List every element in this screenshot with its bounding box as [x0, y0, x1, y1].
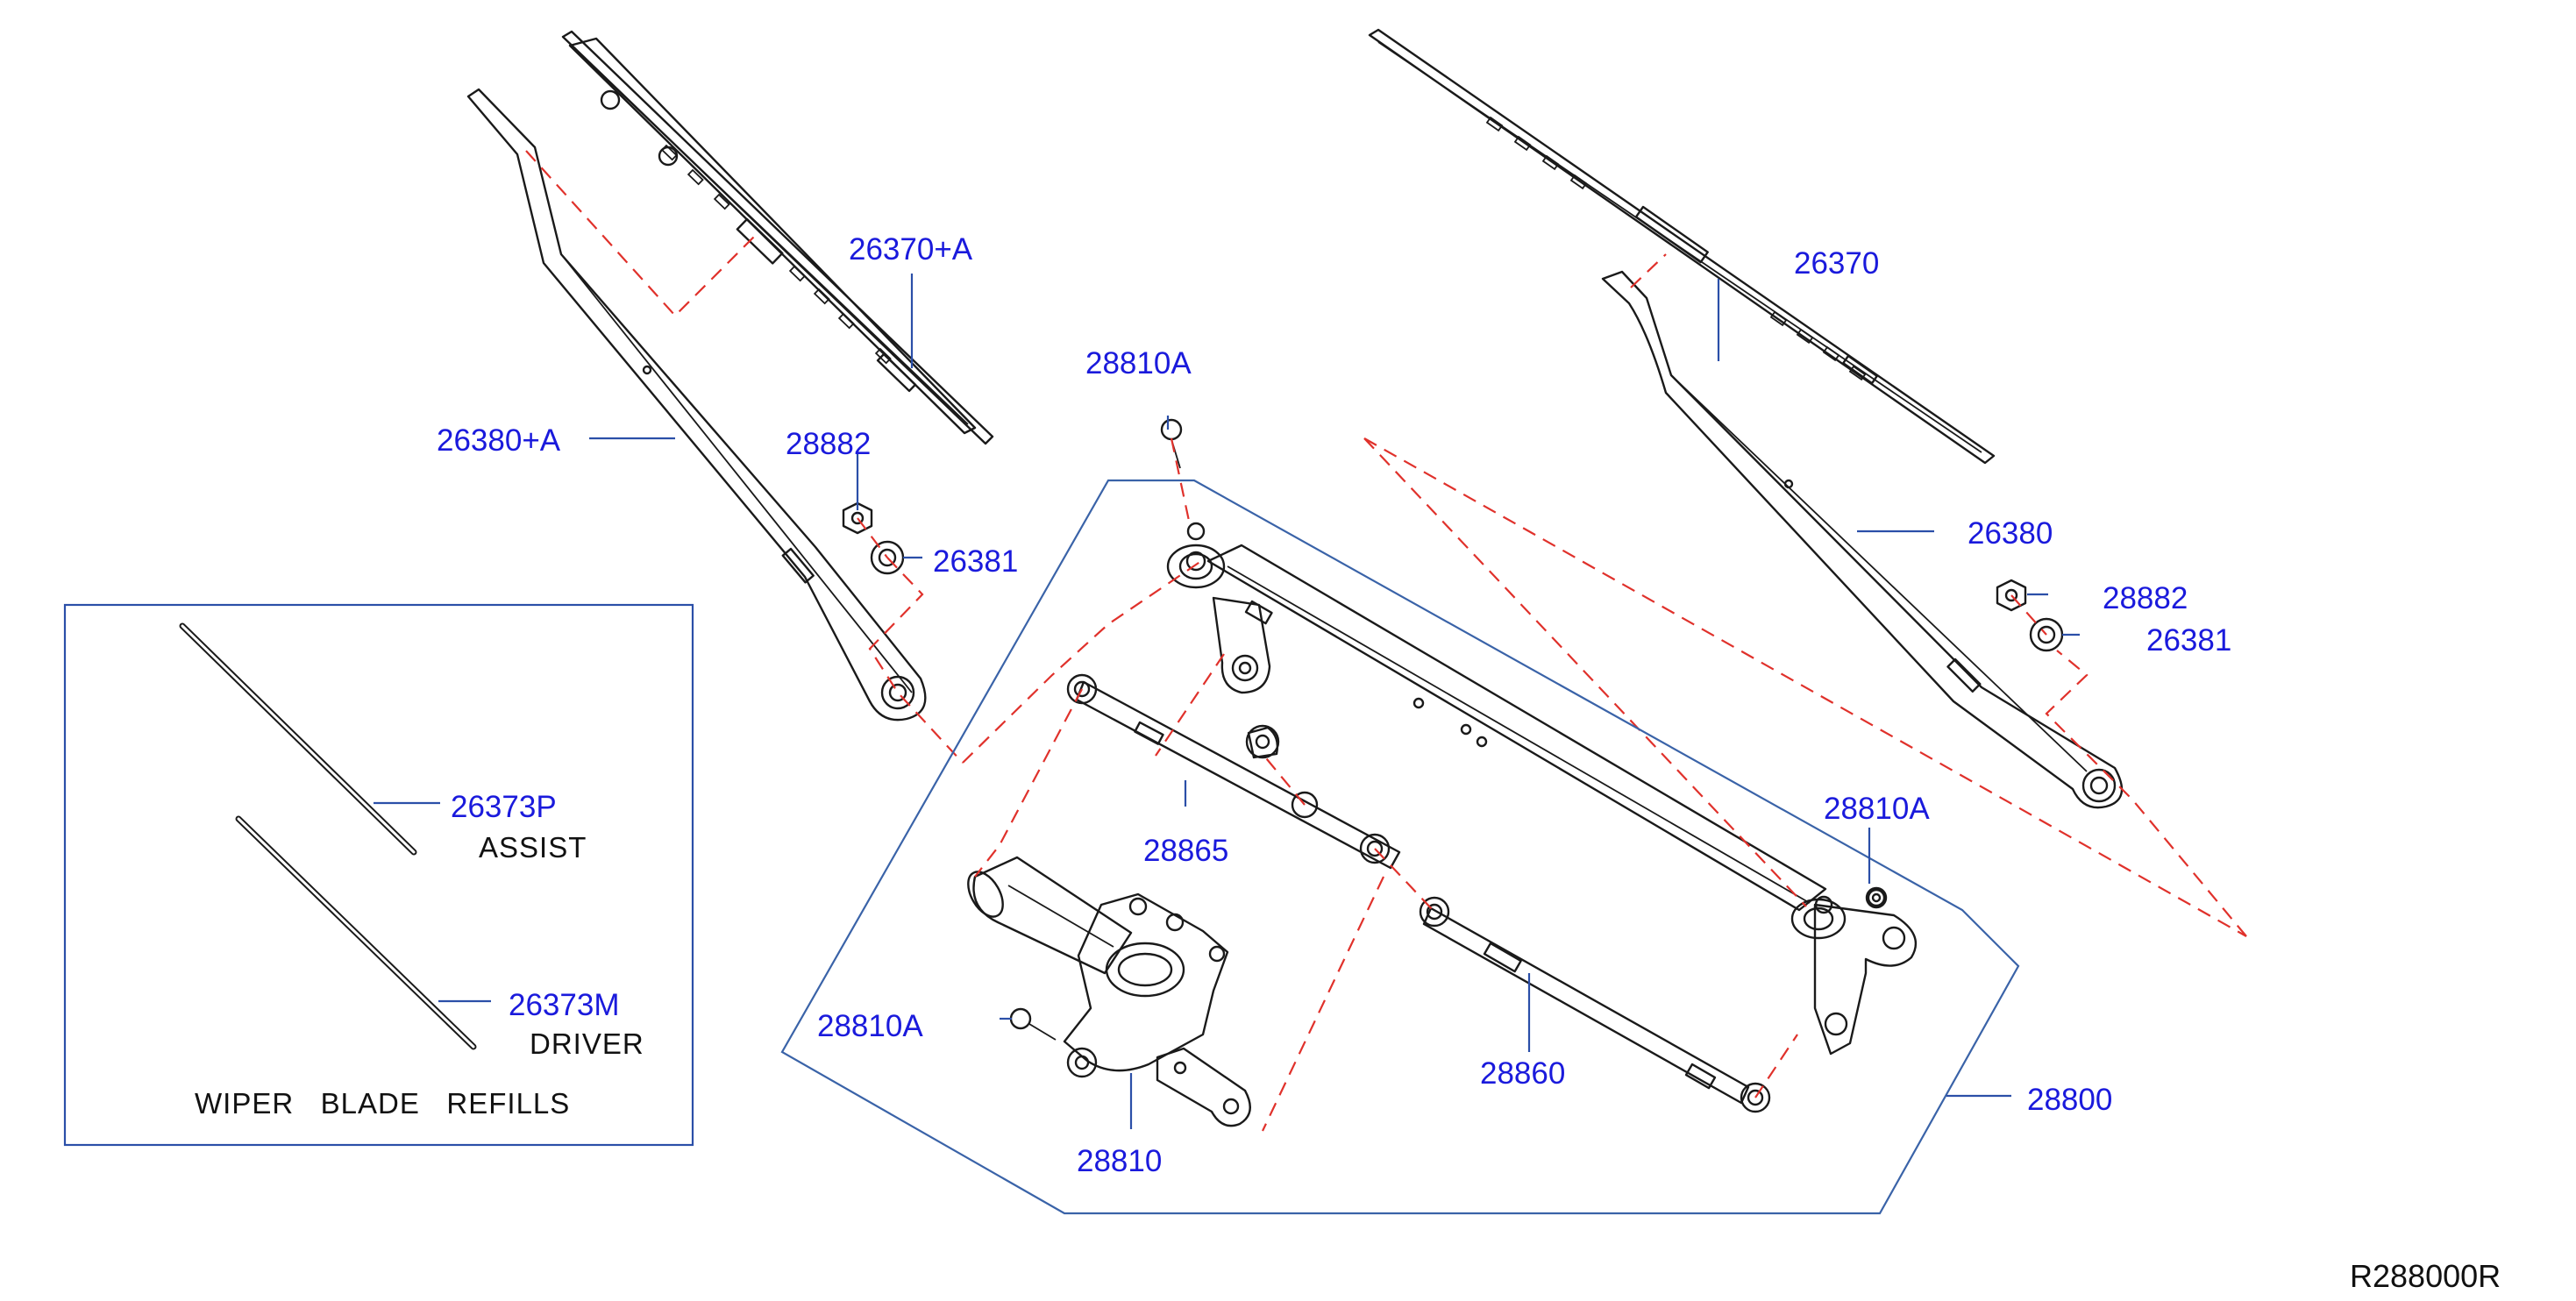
wiper-blade-refills-box — [63, 603, 694, 1147]
part-labels: 26370+A 26380+A 28882 26381 28810A 26370… — [437, 232, 2231, 1178]
leader-lines — [374, 274, 2080, 1129]
assembly-boundary-28800 — [780, 479, 2020, 1215]
bolt-28810A-left — [1009, 1007, 1057, 1041]
bolt-28810A-top — [1160, 418, 1183, 469]
label-28810A-top: 28810A — [1085, 346, 1192, 380]
label-26381-left: 26381 — [933, 544, 1018, 579]
label-26373M: 26373M — [509, 988, 619, 1022]
right-wiper-arm — [1601, 270, 2124, 809]
left-wiper-arm — [466, 88, 927, 722]
label-26381-right: 26381 — [2146, 623, 2231, 658]
label-28800: 28800 — [2027, 1083, 2112, 1117]
refill-texts: ASSIST DRIVER WIPER BLADE REFILLS — [195, 831, 644, 1120]
label-28882-left: 28882 — [786, 427, 871, 461]
nut-28882-right — [1996, 579, 2027, 612]
left-wiper-blade — [561, 30, 994, 445]
label-26373P: 26373P — [451, 790, 557, 824]
link-rod-28865 — [1066, 673, 1401, 870]
wiper-motor-28810 — [967, 856, 1251, 1127]
label-26380: 26380 — [1968, 516, 2053, 551]
label-28810A-right: 28810A — [1824, 792, 1930, 826]
diagram-reference: R288000R — [2350, 1258, 2501, 1294]
label-28860: 28860 — [1480, 1056, 1565, 1091]
refill-strip-driver — [235, 815, 477, 1050]
refills-caption: WIPER BLADE REFILLS — [195, 1087, 570, 1120]
label-28810A-left: 28810A — [817, 1009, 923, 1043]
bolt-28810A-right — [1865, 886, 1888, 909]
driver-text: DRIVER — [530, 1027, 644, 1060]
label-28882-right: 28882 — [2103, 581, 2188, 615]
label-26370A: 26370+A — [849, 232, 973, 267]
label-28810: 28810 — [1077, 1144, 1162, 1178]
assist-text: ASSIST — [479, 831, 587, 864]
label-28865: 28865 — [1143, 834, 1228, 868]
link-rod-28860 — [1419, 896, 1771, 1113]
bushing-28865 — [1245, 724, 1280, 759]
right-wiper-blade — [1368, 28, 1996, 465]
label-26370: 26370 — [1794, 246, 1879, 281]
label-26380A: 26380+A — [437, 423, 561, 458]
assembly-dashed-lines — [525, 150, 2247, 1132]
refill-strip-assist — [179, 622, 417, 856]
refills-box-border — [63, 603, 694, 1147]
wiper-linkage-frame — [1166, 522, 1918, 1056]
